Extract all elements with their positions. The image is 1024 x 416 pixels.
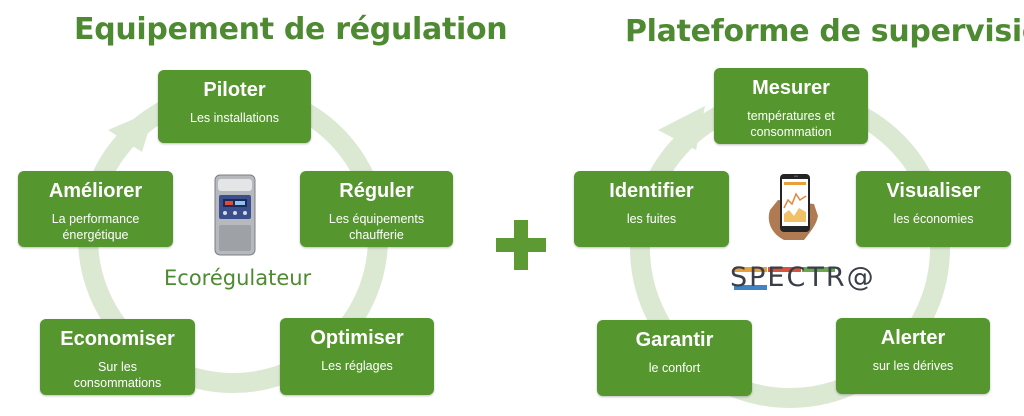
step-mesurer: Mesurer températures et consommation	[714, 68, 868, 144]
step-optimiser: Optimiser Les réglages	[280, 318, 434, 395]
step-subtitle: les fuites	[626, 212, 677, 226]
step-title: Réguler	[339, 180, 414, 202]
step-subtitle: La performance énergétique	[51, 212, 140, 242]
step-title: Améliorer	[48, 180, 143, 202]
step-subtitle: Les réglages	[321, 359, 393, 373]
step-subtitle: le confort	[648, 361, 701, 375]
step-title: Visualiser	[886, 180, 981, 202]
right-title: Plateforme de supervision	[625, 14, 1024, 49]
smartphone-hand-icon	[768, 174, 818, 240]
step-title: Optimiser	[310, 327, 404, 349]
step-subtitle: sur les dérives	[872, 359, 954, 373]
step-ameliorer: Améliorer La performance énergétique	[18, 171, 173, 247]
step-subtitle: Sur les consommations	[73, 360, 162, 390]
ecoregulator-device-icon	[214, 174, 256, 256]
logo-color-bar	[734, 259, 868, 290]
step-alerter: Alerter sur les dérives	[836, 318, 990, 394]
step-subtitle: Les équipements chaufferie	[328, 212, 425, 242]
left-title: Equipement de régulation	[74, 12, 508, 47]
step-piloter: Piloter Les installations	[158, 70, 311, 143]
step-title: Economiser	[60, 328, 175, 350]
step-visualiser: Visualiser les économies	[856, 171, 1011, 247]
spectra-logo: SPECTR@	[730, 262, 876, 293]
plus-icon	[496, 220, 546, 270]
device-label: Ecorégulateur	[164, 266, 312, 290]
step-title: Alerter	[880, 327, 946, 349]
step-economiser: Economiser Sur les consommations	[40, 319, 195, 395]
step-subtitle: les économies	[893, 212, 974, 226]
step-subtitle: températures et consommation	[747, 109, 835, 139]
step-identifier: Identifier les fuites	[574, 171, 729, 247]
step-subtitle: Les installations	[190, 111, 279, 125]
step-reguler: Réguler Les équipements chaufferie	[300, 171, 453, 247]
step-title: Identifier	[609, 180, 694, 202]
step-title: Piloter	[203, 79, 266, 101]
step-title: Mesurer	[752, 77, 830, 99]
step-garantir: Garantir le confort	[597, 320, 752, 396]
step-title: Garantir	[635, 329, 714, 351]
